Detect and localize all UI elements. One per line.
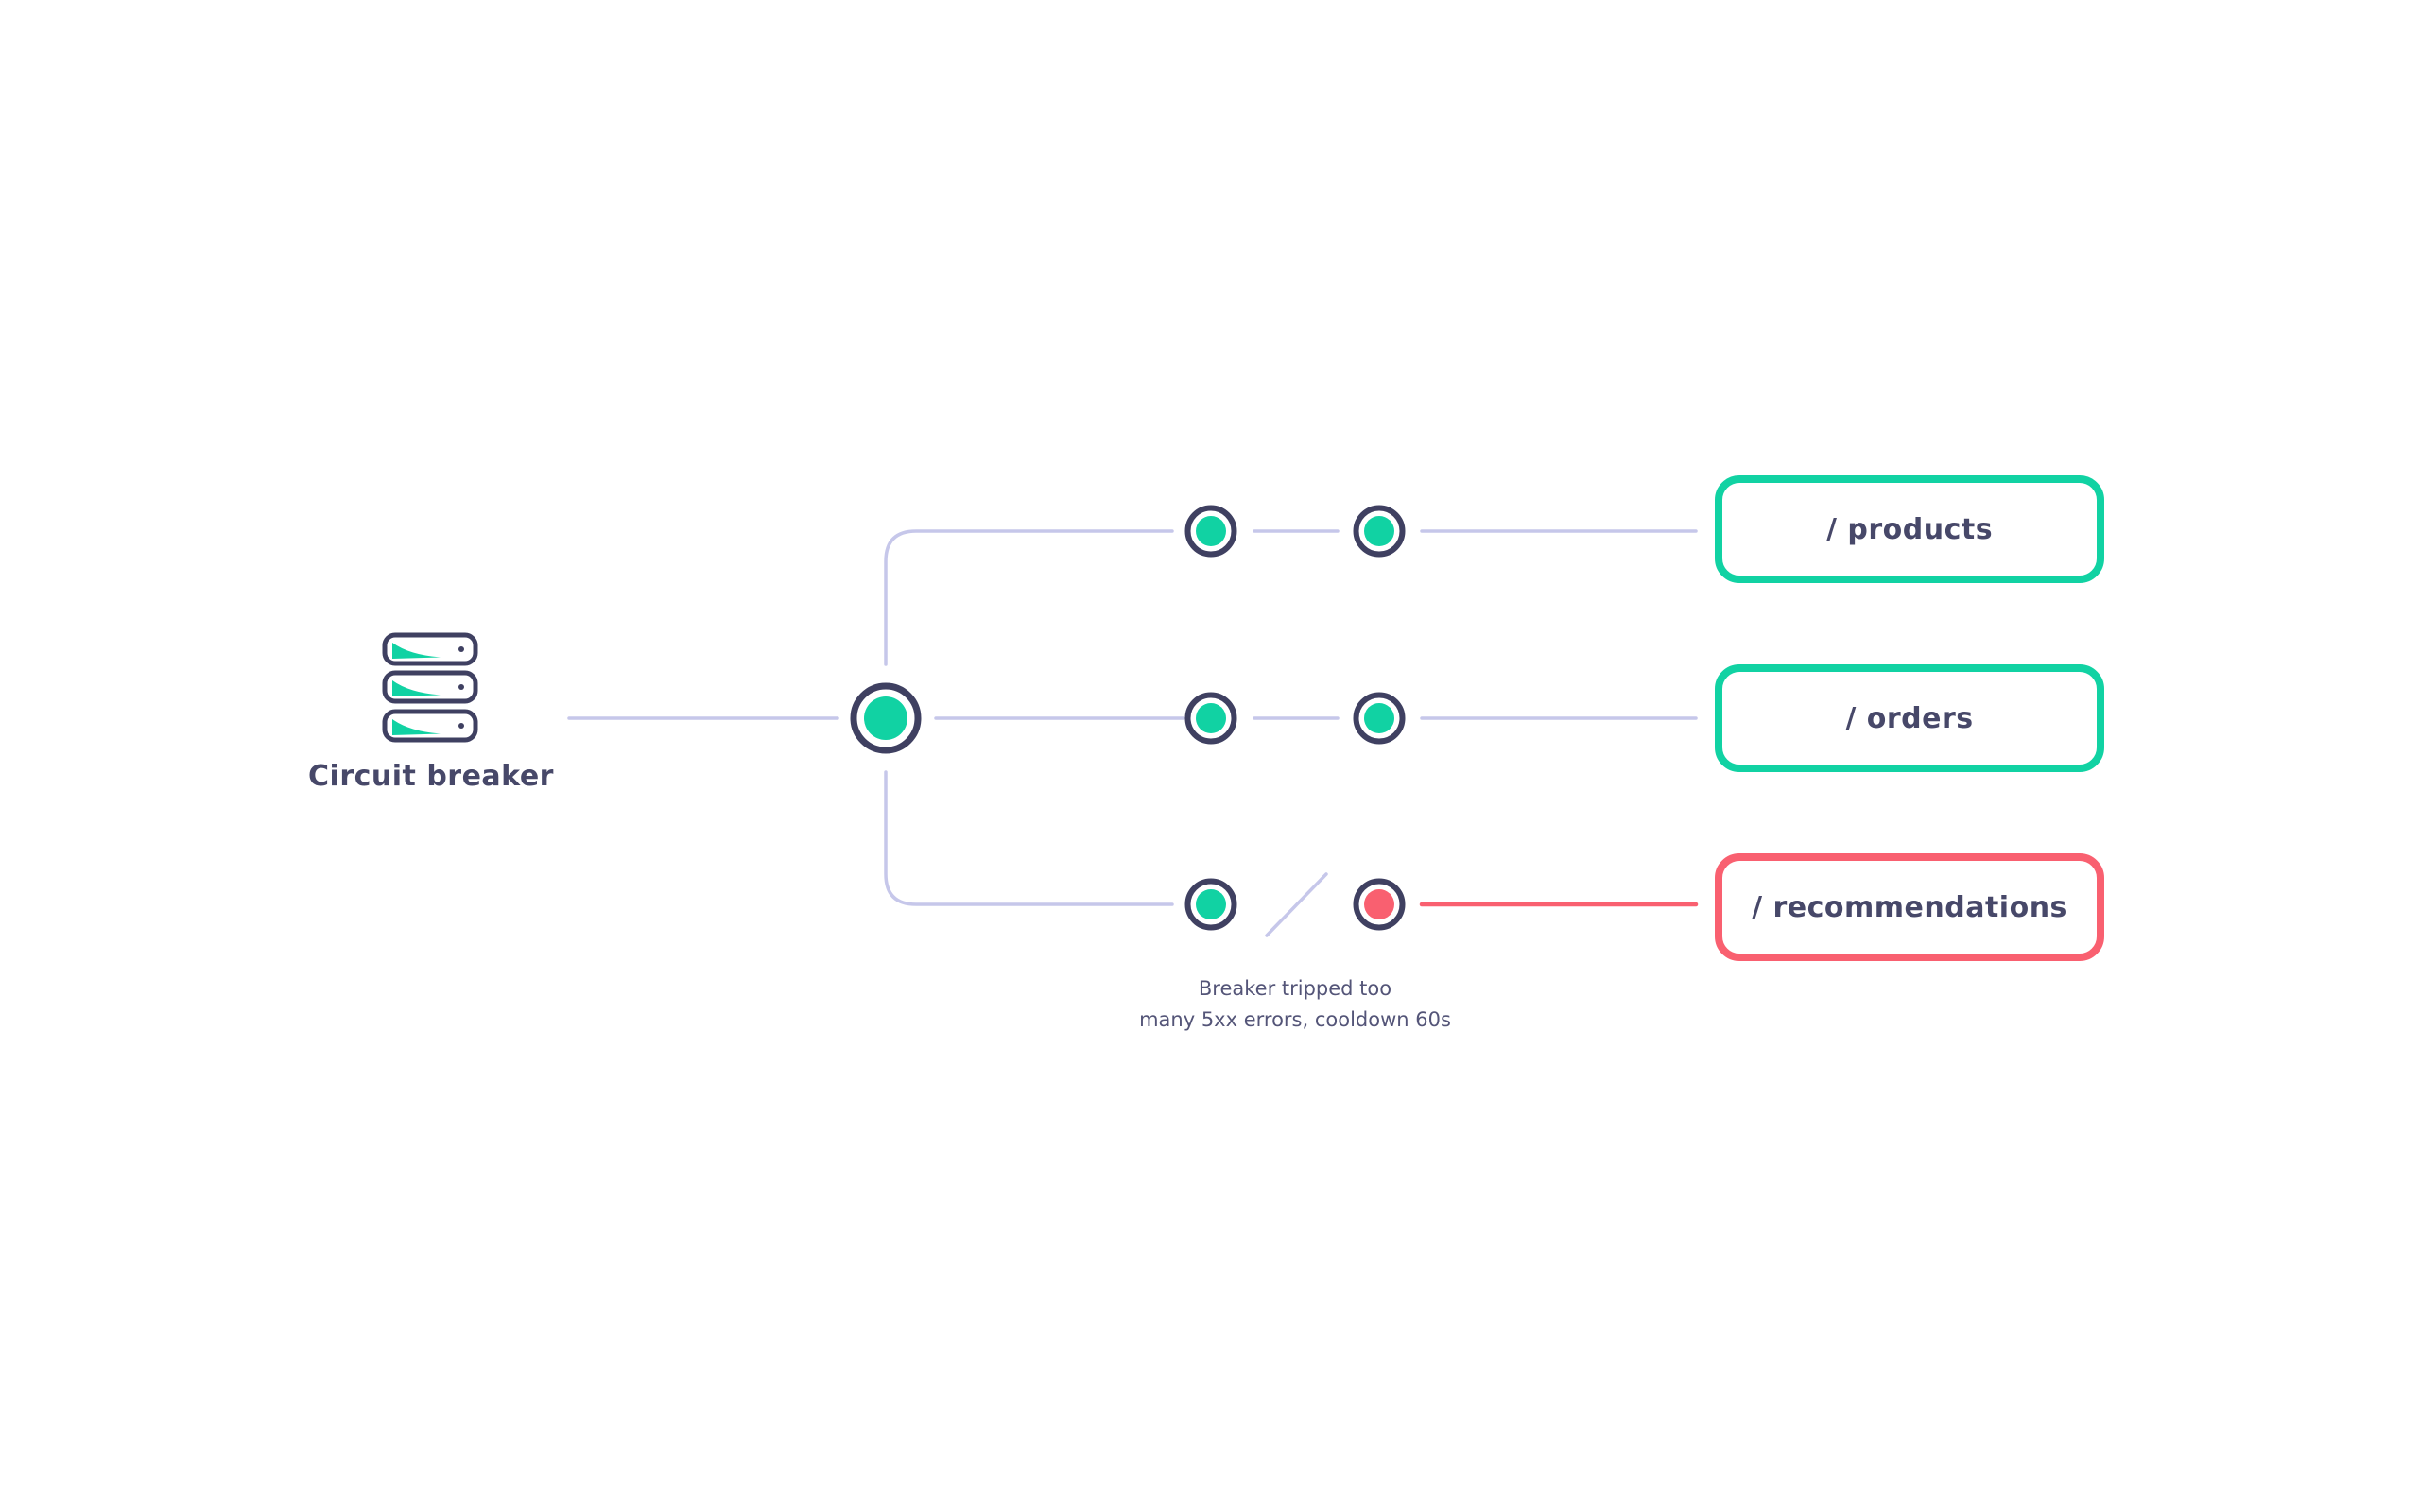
endpoint-orders: / orders	[1715, 664, 2104, 772]
contact-node-recommendations-1	[1184, 878, 1237, 931]
note-line-1: Breaker tripped too	[1198, 977, 1392, 1000]
wire-branch-recommendations	[884, 770, 1174, 906]
server-led-swoosh	[392, 643, 441, 659]
server-dot	[458, 723, 464, 729]
server-dot	[458, 684, 464, 690]
note-line-2: many 5xx errors, cooldown 60s	[1139, 1008, 1451, 1031]
endpoint-label: / recommendations	[1752, 890, 2067, 924]
server-led-swoosh	[392, 680, 441, 696]
contact-node-orders-1	[1184, 692, 1237, 745]
contact-node-products-2	[1353, 505, 1406, 558]
server-stack-icon	[382, 632, 478, 743]
open-switch-icon	[1265, 872, 1328, 937]
endpoint-label: / orders	[1845, 701, 1974, 735]
breaker-hub-node	[850, 682, 922, 754]
server-dot	[458, 646, 464, 652]
wire-branch-products	[884, 529, 1174, 666]
breaker-tripped-note: Breaker tripped too many 5xx errors, coo…	[1106, 973, 1484, 1036]
endpoint-recommendations: / recommendations	[1715, 853, 2104, 961]
server-led-swoosh	[392, 719, 441, 735]
hub-core	[864, 696, 908, 740]
source-label: Circuit breaker	[308, 760, 554, 793]
contact-node-products-1	[1184, 505, 1237, 558]
contact-node-recommendations-2	[1353, 878, 1406, 931]
endpoint-products: / products	[1715, 475, 2104, 583]
endpoint-label: / products	[1825, 512, 1994, 546]
contact-node-orders-2	[1353, 692, 1406, 745]
